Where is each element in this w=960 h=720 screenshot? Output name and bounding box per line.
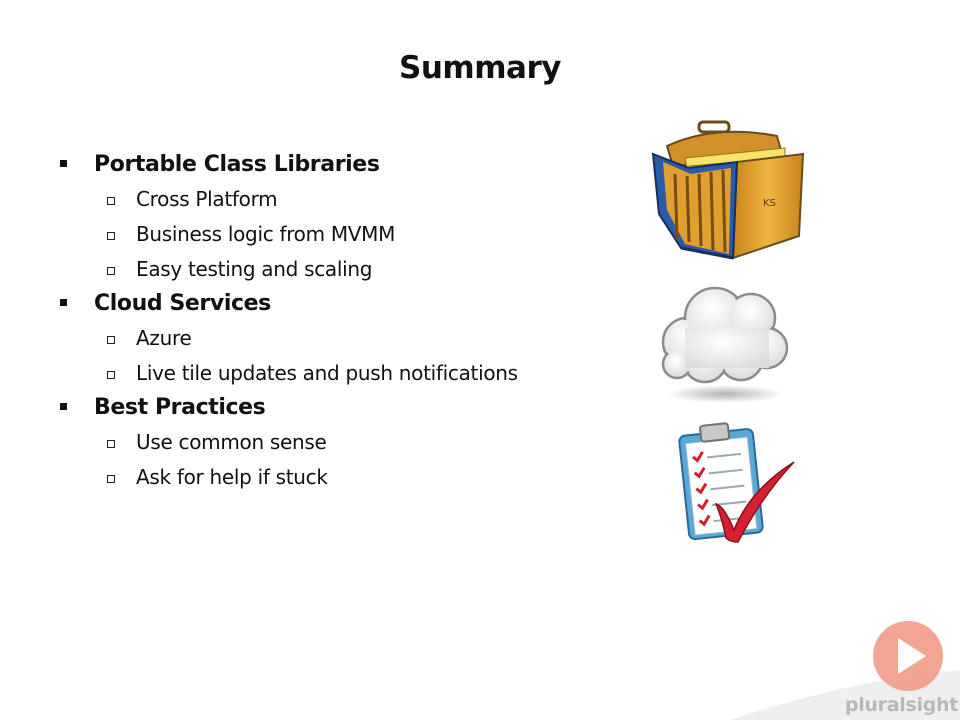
section-portable-class-libraries: Portable Class Libraries Cross Platform … (58, 150, 618, 289)
bullet-level2: Ask for help if stuck (58, 462, 618, 497)
bullet-level1: Best Practices (58, 393, 618, 427)
bullet-list: Portable Class Libraries Cross Platform … (58, 150, 618, 497)
bullet-text: Use common sense (136, 430, 327, 454)
section-heading: Cloud Services (94, 291, 271, 316)
bullet-level1: Cloud Services (58, 289, 618, 323)
hollow-square-bullet-icon (107, 336, 115, 344)
square-bullet-icon (60, 403, 67, 410)
section-heading: Portable Class Libraries (94, 152, 380, 177)
svg-text:KS: KS (763, 198, 776, 209)
hollow-square-bullet-icon (107, 475, 115, 483)
hollow-square-bullet-icon (107, 197, 115, 205)
bullet-level2: Azure (58, 323, 618, 358)
bullet-level2: Live tile updates and push notifications (58, 358, 618, 393)
section-best-practices: Best Practices Use common sense Ask for … (58, 393, 618, 497)
checklist-clipboard-icon (678, 422, 795, 543)
bullet-text: Easy testing and scaling (136, 257, 373, 281)
bullet-level2: Business logic from MVMM (58, 219, 618, 254)
slide-title: Summary (399, 50, 561, 86)
bullet-text: Cross Platform (136, 187, 278, 211)
cloud-icon (661, 286, 789, 403)
hollow-square-bullet-icon (107, 232, 115, 240)
bullet-text: Azure (136, 326, 192, 350)
bullet-level1: Portable Class Libraries (58, 150, 618, 184)
square-bullet-icon (60, 299, 67, 306)
hollow-square-bullet-icon (107, 267, 115, 275)
brand-logo-text: pluralsight (844, 694, 958, 716)
bullet-level2: Cross Platform (58, 184, 618, 219)
hollow-square-bullet-icon (107, 371, 115, 379)
section-heading: Best Practices (94, 395, 266, 420)
bullet-level2: Easy testing and scaling (58, 254, 618, 289)
play-logo-icon (873, 621, 943, 691)
square-bullet-icon (60, 160, 67, 167)
hollow-square-bullet-icon (107, 440, 115, 448)
bullet-level2: Use common sense (58, 427, 618, 462)
bullet-text: Live tile updates and push notifications (136, 361, 518, 385)
bullet-text: Business logic from MVMM (136, 222, 396, 246)
bullet-text: Ask for help if stuck (136, 465, 328, 489)
accordion-folder-icon: KS (651, 120, 805, 260)
section-cloud-services: Cloud Services Azure Live tile updates a… (58, 289, 618, 393)
